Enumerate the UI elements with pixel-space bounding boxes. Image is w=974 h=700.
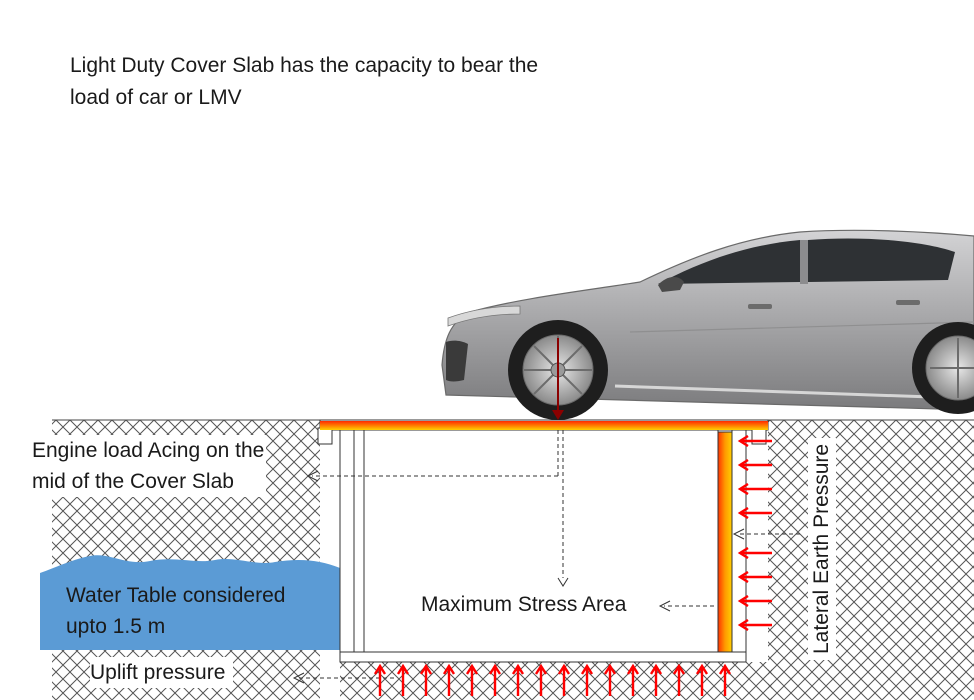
lateral-earth-pressure-label: Lateral Earth Pressure — [808, 437, 836, 660]
leader-arrowheads — [292, 470, 745, 684]
title-line-2: load of car or LMV — [70, 86, 242, 109]
water-label-line-1: Water Table considered — [66, 584, 286, 607]
title-line-1: Light Duty Cover Slab has the capacity t… — [70, 54, 539, 77]
engine-label-line-1: Engine load Acing on the — [32, 439, 265, 462]
lateral-arrow-icon — [737, 434, 772, 632]
water-table-label: Water Table considered upto 1.5 m — [66, 580, 285, 642]
uplift-pressure-label: Uplift pressure — [90, 657, 234, 688]
load-arrow-icon — [552, 338, 564, 420]
leader-lines — [298, 430, 800, 679]
diagram-title: Light Duty Cover Slab has the capacity t… — [70, 50, 538, 114]
car-image — [441, 229, 974, 420]
engine-label-line-2: mid of the Cover Slab — [32, 470, 234, 493]
chamber — [317, 419, 769, 663]
water-table — [40, 555, 340, 650]
engine-load-label: Engine load Acing on the mid of the Cove… — [30, 435, 267, 497]
maximum-stress-label: Maximum Stress Area — [421, 589, 627, 620]
water-label-line-2: upto 1.5 m — [66, 615, 166, 638]
uplift-arrow-icon — [373, 663, 732, 696]
cover-slab — [320, 421, 768, 430]
